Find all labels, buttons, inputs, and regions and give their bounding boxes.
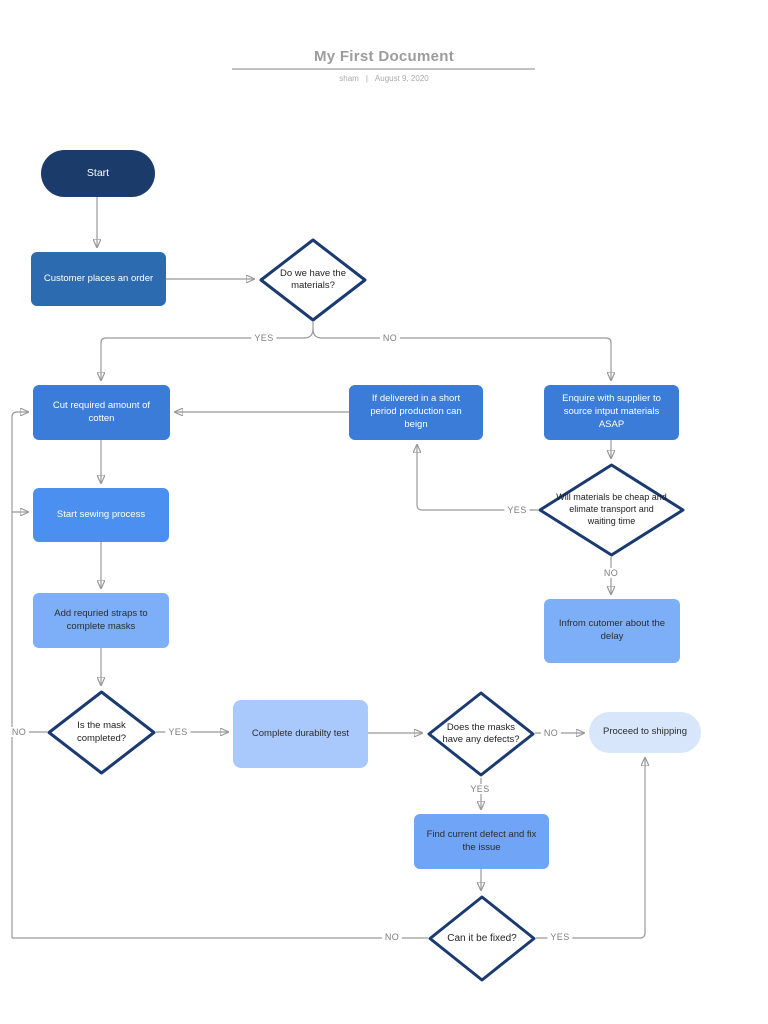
edge-label-no: NO xyxy=(379,333,401,343)
author-name: sham xyxy=(339,74,359,83)
edge-label-yes: YES xyxy=(251,333,277,343)
diamond-shape xyxy=(538,463,685,557)
node-find-defect: Find current defect and fix the issue xyxy=(414,814,549,869)
node-label: Start sewing process xyxy=(56,508,146,520)
page-title: My First Document xyxy=(313,48,455,65)
node-label: Start xyxy=(86,167,110,180)
node-inform-customer: Infrom cutomer about the delay xyxy=(544,599,680,663)
node-label: Does the masks have any defects? xyxy=(442,721,520,745)
edge-can-be-fixed-yes-to-shipping xyxy=(536,758,645,939)
edge-have-materials-no-to-enquire xyxy=(312,328,611,380)
node-label: Customer places an order xyxy=(43,272,154,284)
edge-will-materials-yes-to-if-delivered xyxy=(417,445,538,511)
node-have-materials-decision: Do we have the materials? xyxy=(259,238,367,322)
diamond-shape xyxy=(428,895,536,982)
edge-label-no: NO xyxy=(381,932,403,942)
node-label: Is the mask completed? xyxy=(76,720,127,744)
edge-have-materials-yes-to-cut xyxy=(101,322,314,380)
node-label: Complete durabilty test xyxy=(251,727,350,739)
byline-separator: | xyxy=(365,74,368,83)
edge-label-no: NO xyxy=(600,568,622,578)
node-cut-cotton: Cut required amount of cotten xyxy=(33,385,170,440)
node-customer-order: Customer places an order xyxy=(31,252,166,306)
node-start: Start xyxy=(41,150,155,197)
edge-label-yes: YES xyxy=(547,932,573,942)
edge-loop-to-cut xyxy=(11,412,28,938)
diamond-shape xyxy=(47,690,156,775)
node-label: Will materials be cheap and elimate tran… xyxy=(556,492,667,526)
byline: sham | August 9, 2020 xyxy=(0,74,768,83)
node-label: Add requried straps to complete masks xyxy=(54,607,148,632)
node-label: Find current defect and fix the issue xyxy=(426,828,537,853)
edge-label-yes: YES xyxy=(165,727,191,737)
node-mask-completed-decision: Is the mask completed? xyxy=(47,690,156,775)
node-label: Cut required amount of cotten xyxy=(52,399,151,424)
node-can-be-fixed-decision: Can it be fixed? xyxy=(428,895,536,982)
edge-label-no: NO xyxy=(8,727,30,737)
edge-label-yes: YES xyxy=(467,784,493,794)
edge-label-yes: YES xyxy=(504,505,530,515)
title-divider xyxy=(232,68,535,70)
node-label: Enquire with supplier to source intput m… xyxy=(562,393,661,430)
diamond-shape xyxy=(259,238,367,322)
node-label: Do we have the materials? xyxy=(279,267,346,291)
node-add-straps: Add requried straps to complete masks xyxy=(33,593,169,648)
node-label: Proceed to shipping xyxy=(603,726,687,738)
node-label: Infrom cutomer about the delay xyxy=(558,618,666,642)
node-durability-test: Complete durabilty test xyxy=(233,700,368,768)
node-enquire-supplier: Enquire with supplier to source intput m… xyxy=(544,385,679,440)
node-label: If delivered in a short period productio… xyxy=(370,393,462,430)
node-label: Can it be fixed? xyxy=(447,933,517,944)
node-have-defects-decision: Does the masks have any defects? xyxy=(427,691,535,777)
node-start-sewing: Start sewing process xyxy=(33,488,169,542)
node-proceed-shipping: Proceed to shipping xyxy=(589,712,701,753)
node-will-materials-decision: Will materials be cheap and elimate tran… xyxy=(538,463,685,557)
node-if-delivered: If delivered in a short period productio… xyxy=(349,385,483,440)
edge-label-no: NO xyxy=(540,728,562,738)
document-date: August 9, 2020 xyxy=(374,74,429,83)
diamond-shape xyxy=(427,691,535,777)
